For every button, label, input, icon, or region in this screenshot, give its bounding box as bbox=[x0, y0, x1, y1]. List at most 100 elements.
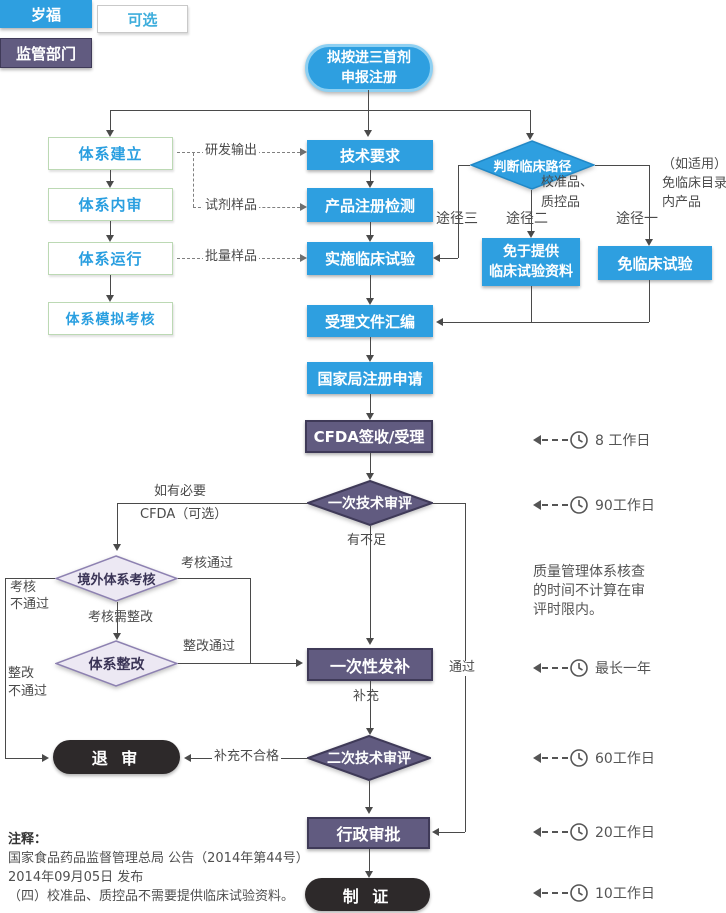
left-arrow-icon bbox=[533, 435, 541, 445]
timing-label: 90工作日 bbox=[595, 498, 655, 514]
arrowhead bbox=[527, 231, 535, 238]
footnote-line3: （四）校准品、质控品不需要提供临床试验资料。 bbox=[8, 889, 295, 904]
clock-icon bbox=[570, 823, 588, 841]
node-dossier-compilation: 受理文件汇编 bbox=[307, 305, 433, 337]
timing-row-first-review: 90工作日 bbox=[533, 494, 655, 516]
dashed-line bbox=[542, 892, 568, 894]
arrowhead bbox=[432, 828, 439, 836]
connector bbox=[370, 170, 371, 181]
timing-label: 8 工作日 bbox=[595, 433, 651, 449]
node-cfda-acceptance-label: CFDA签收/受理 bbox=[313, 428, 425, 446]
connector bbox=[458, 165, 459, 258]
dashed-line bbox=[542, 667, 568, 669]
arrowhead bbox=[184, 754, 191, 762]
timing-label: 60工作日 bbox=[595, 751, 655, 767]
legend-optional-label: 可选 bbox=[127, 10, 158, 29]
node-exempt-clinical-material-l1: 免于提供 bbox=[503, 243, 559, 260]
node-product-registration-test-label: 产品注册检测 bbox=[324, 196, 415, 215]
edge-label-applicable-1: （如适用） bbox=[662, 157, 726, 172]
arrowhead bbox=[300, 203, 307, 211]
node-overseas-audit-label: 境外体系考核 bbox=[77, 573, 156, 588]
timing-label: 20工作日 bbox=[595, 825, 655, 841]
node-one-time-supplement-label: 一次性发补 bbox=[329, 656, 410, 676]
arrowhead bbox=[436, 318, 443, 326]
arrowhead bbox=[366, 638, 374, 645]
node-system-internal-audit-label: 体系内审 bbox=[78, 196, 143, 214]
left-arrow-icon bbox=[533, 888, 541, 898]
arrowhead bbox=[106, 295, 114, 302]
node-system-internal-audit: 体系内审 bbox=[48, 188, 173, 221]
timing-row-certificate: 10工作日 bbox=[533, 882, 655, 904]
arrowhead bbox=[106, 130, 114, 137]
connector bbox=[110, 110, 530, 111]
arrowhead bbox=[296, 659, 303, 667]
node-nmpa-application: 国家局注册申请 bbox=[307, 362, 433, 394]
node-exempt-clinical-material-l2: 临床试验资料 bbox=[489, 264, 573, 280]
node-nmpa-application-label: 国家局注册申请 bbox=[317, 369, 423, 388]
edge-label-calibrator-2: 质控品 bbox=[541, 195, 581, 210]
left-arrow-icon bbox=[533, 753, 541, 763]
connector bbox=[595, 165, 649, 166]
node-exempt-clinical-trial: 免临床试验 bbox=[598, 246, 712, 280]
node-rectification-label: 体系整改 bbox=[88, 656, 145, 673]
node-admin-approval: 行政审批 bbox=[307, 817, 430, 849]
footnote-line2: 2014年09月05日 发布 bbox=[8, 870, 144, 885]
node-start: 拟按进三首剂 申报注册 bbox=[305, 44, 433, 92]
legend-regulator-box: 监管部门 bbox=[0, 38, 92, 68]
arrowhead bbox=[366, 355, 374, 362]
arrowhead bbox=[106, 181, 114, 188]
arrowhead bbox=[106, 235, 114, 242]
connector bbox=[369, 849, 370, 871]
timing-row-accept: 8 工作日 bbox=[533, 429, 650, 451]
edge-label-audit-fail-1: 考核 bbox=[10, 580, 37, 595]
arrowhead bbox=[364, 130, 372, 137]
arrowhead bbox=[433, 254, 440, 262]
timing-label: 10工作日 bbox=[595, 886, 655, 902]
connector bbox=[110, 275, 111, 295]
timing-row-second-review: 60工作日 bbox=[533, 747, 655, 769]
connector bbox=[439, 832, 465, 833]
connector bbox=[178, 578, 250, 579]
node-system-mock-assessment: 体系模拟考核 bbox=[48, 302, 173, 335]
edge-label-cfda-optional: CFDA（可选） bbox=[138, 507, 230, 523]
left-arrow-icon bbox=[533, 500, 541, 510]
edge-label-pass: 通过 bbox=[447, 660, 478, 676]
edge-label-path1: 途径一 bbox=[616, 211, 658, 227]
arrowhead bbox=[366, 235, 374, 242]
edge-label-path2: 途径二 bbox=[506, 211, 548, 227]
arrowhead bbox=[366, 413, 374, 420]
node-system-build-label: 体系建立 bbox=[78, 145, 143, 163]
node-clinical-path-diamond bbox=[470, 140, 595, 190]
connector bbox=[117, 602, 118, 633]
node-second-review-diamond bbox=[307, 735, 431, 781]
connector bbox=[178, 663, 296, 664]
edge-label-supplement-fail: 补充不合格 bbox=[212, 749, 282, 765]
edge-label-applicable-2: 免临床目录 bbox=[662, 176, 726, 191]
node-tech-requirements-label: 技术要求 bbox=[339, 146, 400, 165]
node-dossier-compilation-label: 受理文件汇编 bbox=[324, 312, 415, 331]
node-system-operation-label: 体系运行 bbox=[78, 250, 143, 268]
left-arrow-icon bbox=[533, 827, 541, 837]
connector bbox=[370, 453, 371, 473]
node-reject: 退 审 bbox=[53, 740, 180, 774]
clock-icon bbox=[570, 884, 588, 902]
edge-label-insufficient: 有不足 bbox=[347, 533, 387, 548]
node-clinical-path-label: 判断临床路径 bbox=[493, 159, 572, 175]
node-one-time-supplement: 一次性发补 bbox=[307, 648, 433, 681]
node-certificate-label: 制 证 bbox=[342, 886, 393, 906]
connector bbox=[531, 190, 532, 231]
edge-label-rectify-fail-2: 不通过 bbox=[8, 684, 48, 699]
connector bbox=[649, 165, 650, 239]
node-reject-label: 退 审 bbox=[91, 749, 142, 768]
left-arrow-icon bbox=[533, 663, 541, 673]
connector-dashed bbox=[193, 153, 194, 207]
dashed-line bbox=[542, 757, 568, 759]
node-admin-approval-label: 行政审批 bbox=[336, 825, 401, 844]
arrowhead bbox=[366, 298, 374, 305]
edge-label-audit-pass: 考核通过 bbox=[181, 556, 234, 571]
connector bbox=[370, 394, 371, 413]
edge-label-path3: 途径三 bbox=[436, 211, 478, 227]
arrowhead bbox=[645, 239, 653, 246]
connector bbox=[370, 275, 371, 298]
